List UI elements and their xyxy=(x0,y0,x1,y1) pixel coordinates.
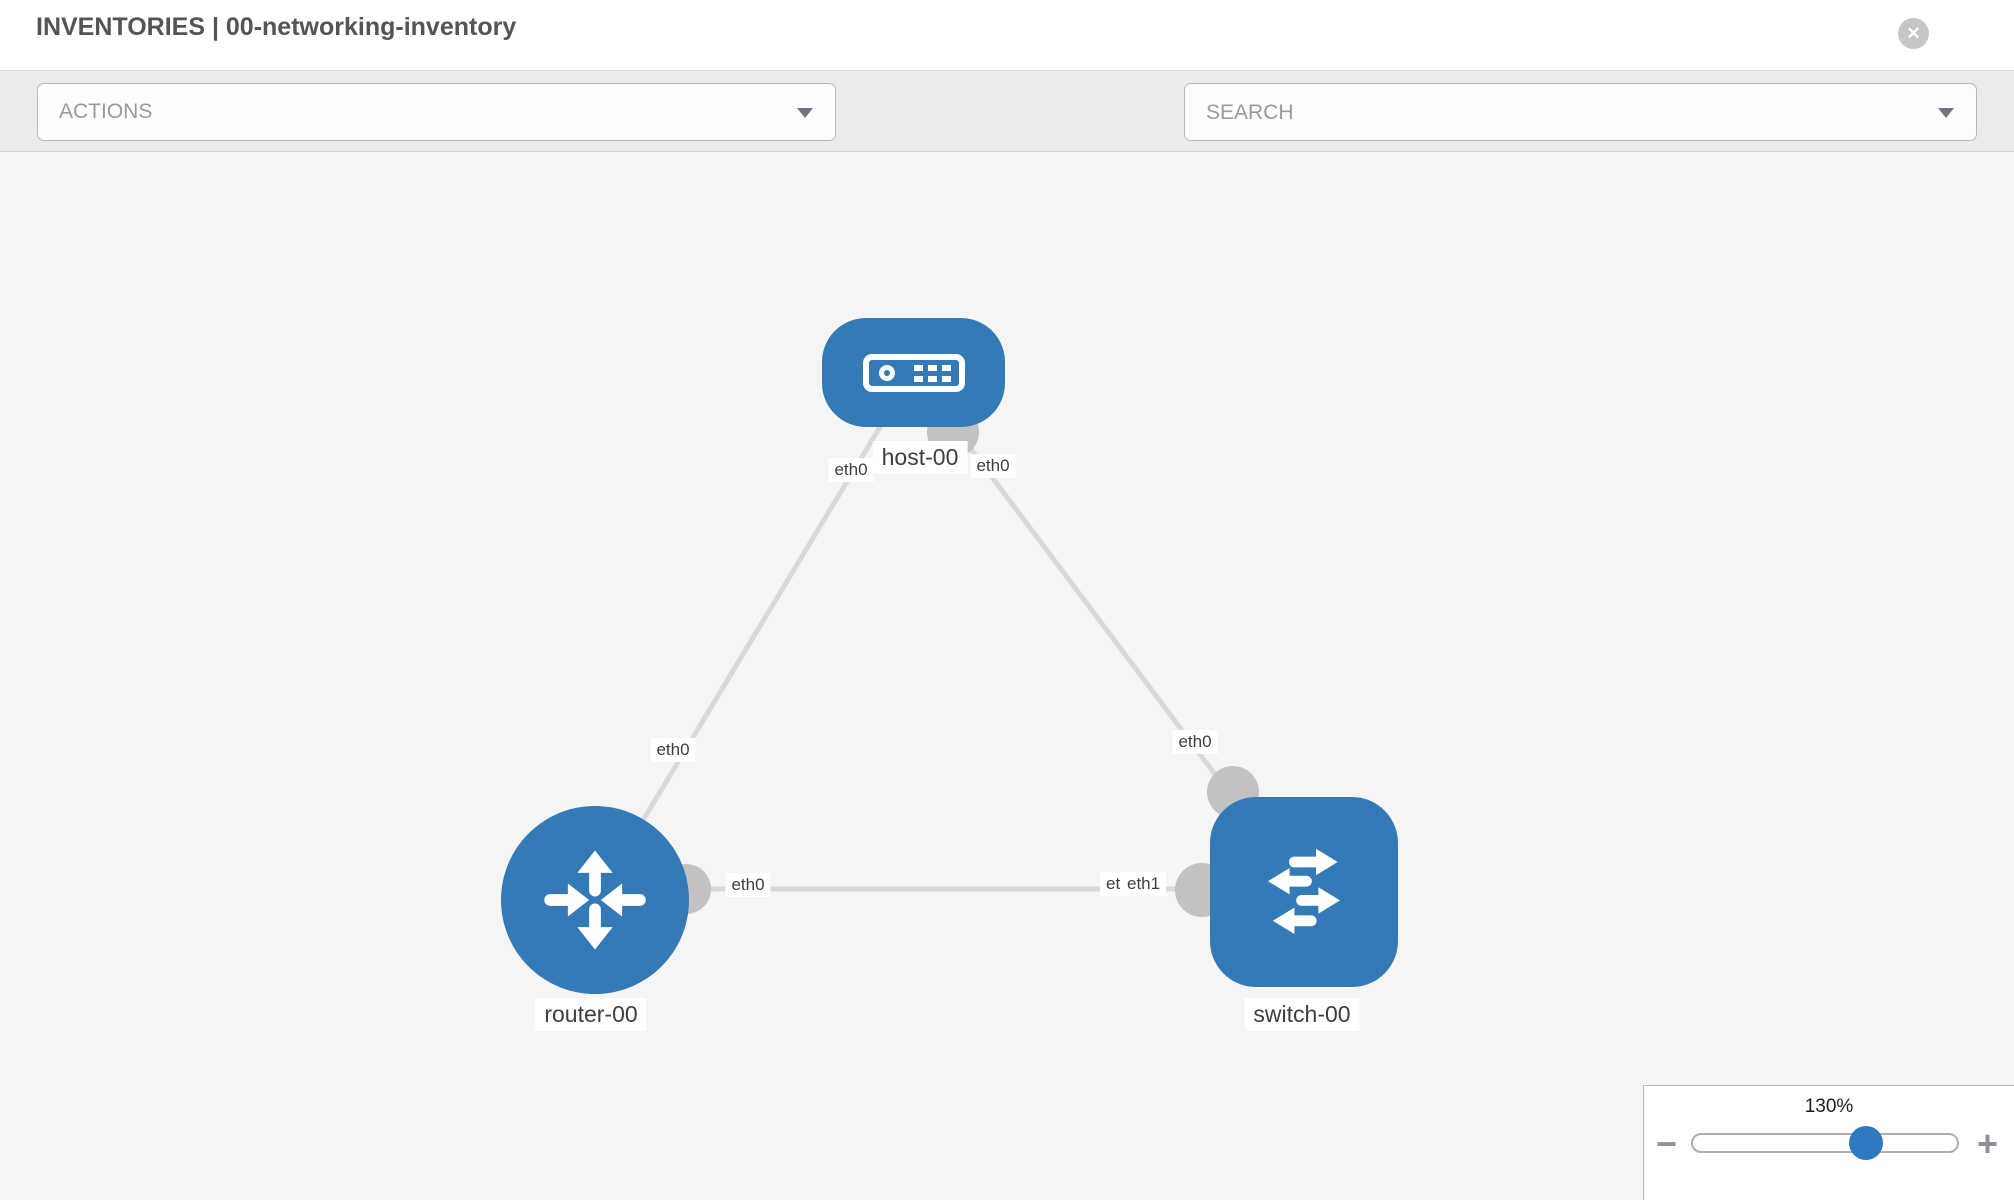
interface-label-router-to-switch: eth0 xyxy=(725,873,771,897)
chevron-down-icon xyxy=(797,108,813,118)
router-icon xyxy=(544,850,646,950)
interface-label-router-to-host: eth0 xyxy=(650,738,696,762)
zoom-panel: 130% − + xyxy=(1643,1085,2014,1200)
switch-icon xyxy=(1268,848,1340,934)
node-router[interactable] xyxy=(501,806,689,994)
actions-dropdown-label: ACTIONS xyxy=(59,100,153,123)
node-label-host: host-00 xyxy=(872,441,968,474)
topology-canvas[interactable]: host-00 eth0 eth0 eth0 eth0 router-00 et… xyxy=(0,152,2014,1200)
host-icon xyxy=(862,353,965,392)
toolbar: ACTIONS xyxy=(0,70,2014,198)
actions-dropdown[interactable]: ACTIONS xyxy=(37,83,836,141)
search-input[interactable] xyxy=(1185,84,1920,142)
zoom-in-button[interactable]: + xyxy=(1977,1123,1999,1164)
zoom-slider-track[interactable] xyxy=(1691,1126,1959,1160)
node-label-router: router-00 xyxy=(535,998,647,1031)
interface-label-host-to-router: eth0 xyxy=(828,458,874,482)
search-dropdown[interactable] xyxy=(1184,83,1977,142)
zoom-out-button[interactable]: − xyxy=(1656,1123,1678,1164)
interface-label-host-to-switch: eth0 xyxy=(970,454,1016,478)
close-icon: ✕ xyxy=(1906,24,1921,43)
zoom-value: 130% xyxy=(1804,1096,1854,1117)
zoom-slider-thumb[interactable] xyxy=(1849,1126,1883,1160)
interface-label-switch-to-router: eth1 xyxy=(1121,872,1167,896)
close-button[interactable]: ✕ xyxy=(1898,18,1929,49)
node-switch[interactable] xyxy=(1210,797,1398,987)
page-title: INVENTORIES | 00-networking-inventory xyxy=(36,13,517,41)
chevron-down-icon xyxy=(1938,108,1954,118)
node-host[interactable] xyxy=(822,318,1005,427)
header: INVENTORIES | 00-networking-inventory ✕ xyxy=(0,0,2014,70)
interface-label-switch-to-host: eth0 xyxy=(1172,730,1218,754)
node-label-switch: switch-00 xyxy=(1244,998,1360,1031)
